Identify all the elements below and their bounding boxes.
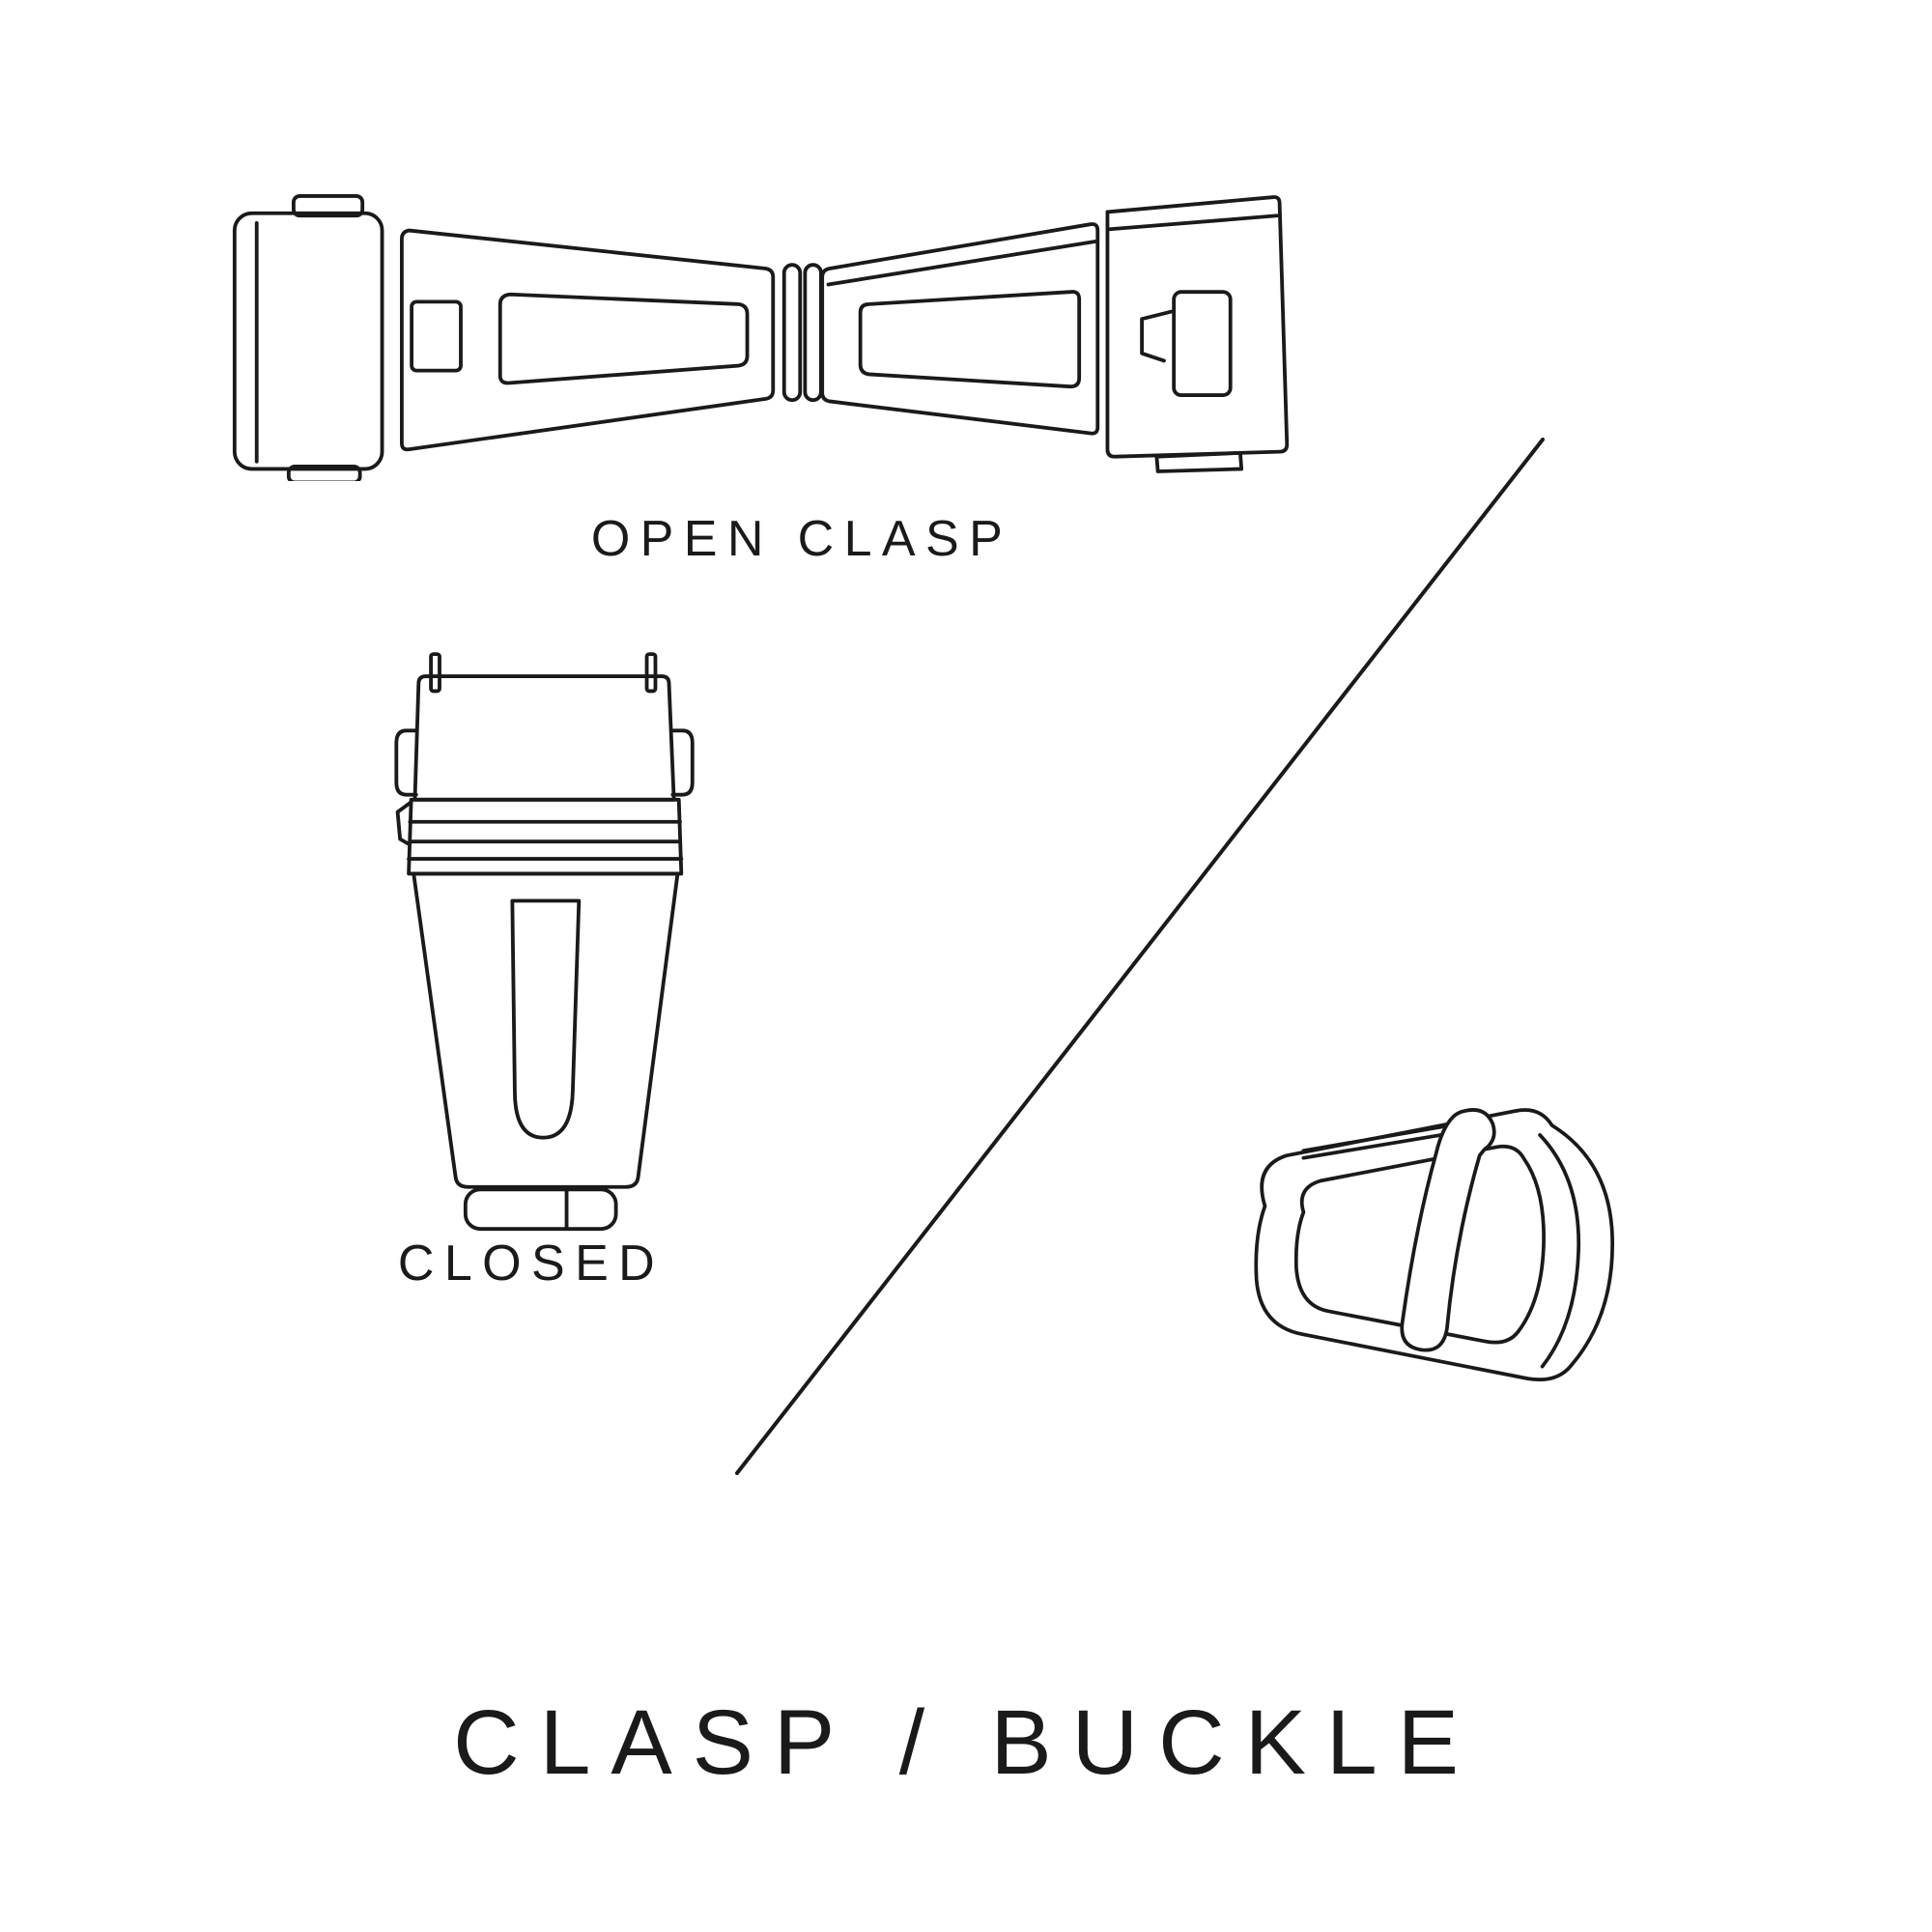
closed-clasp-prong-right bbox=[644, 652, 658, 694]
open-clasp-illustration bbox=[217, 174, 1299, 482]
closed-clasp-label: CLOSED bbox=[397, 1236, 666, 1292]
buckle-pin bbox=[1301, 1123, 1453, 1153]
closed-clasp-band bbox=[407, 797, 684, 876]
closed-clasp-body bbox=[412, 871, 680, 1189]
buckle-frame bbox=[1254, 1108, 1614, 1382]
page-title: CLASP / BUCKLE bbox=[453, 1691, 1479, 1794]
open-clasp-hinge bbox=[781, 263, 803, 403]
closed-clasp-illustration bbox=[382, 649, 702, 1241]
open-clasp-label: OPEN CLASP bbox=[590, 511, 1013, 567]
open-clasp-right-blade bbox=[820, 222, 1100, 436]
open-clasp-left-end bbox=[232, 211, 384, 471]
closed-clasp-prong-left bbox=[429, 652, 441, 694]
closed-clasp-bottom-bar bbox=[463, 1187, 618, 1232]
buckle-prong bbox=[1400, 1108, 1496, 1352]
open-clasp-right-end bbox=[1105, 195, 1290, 459]
open-clasp-left-blade bbox=[400, 228, 776, 452]
buckle-illustration bbox=[1229, 1092, 1627, 1417]
